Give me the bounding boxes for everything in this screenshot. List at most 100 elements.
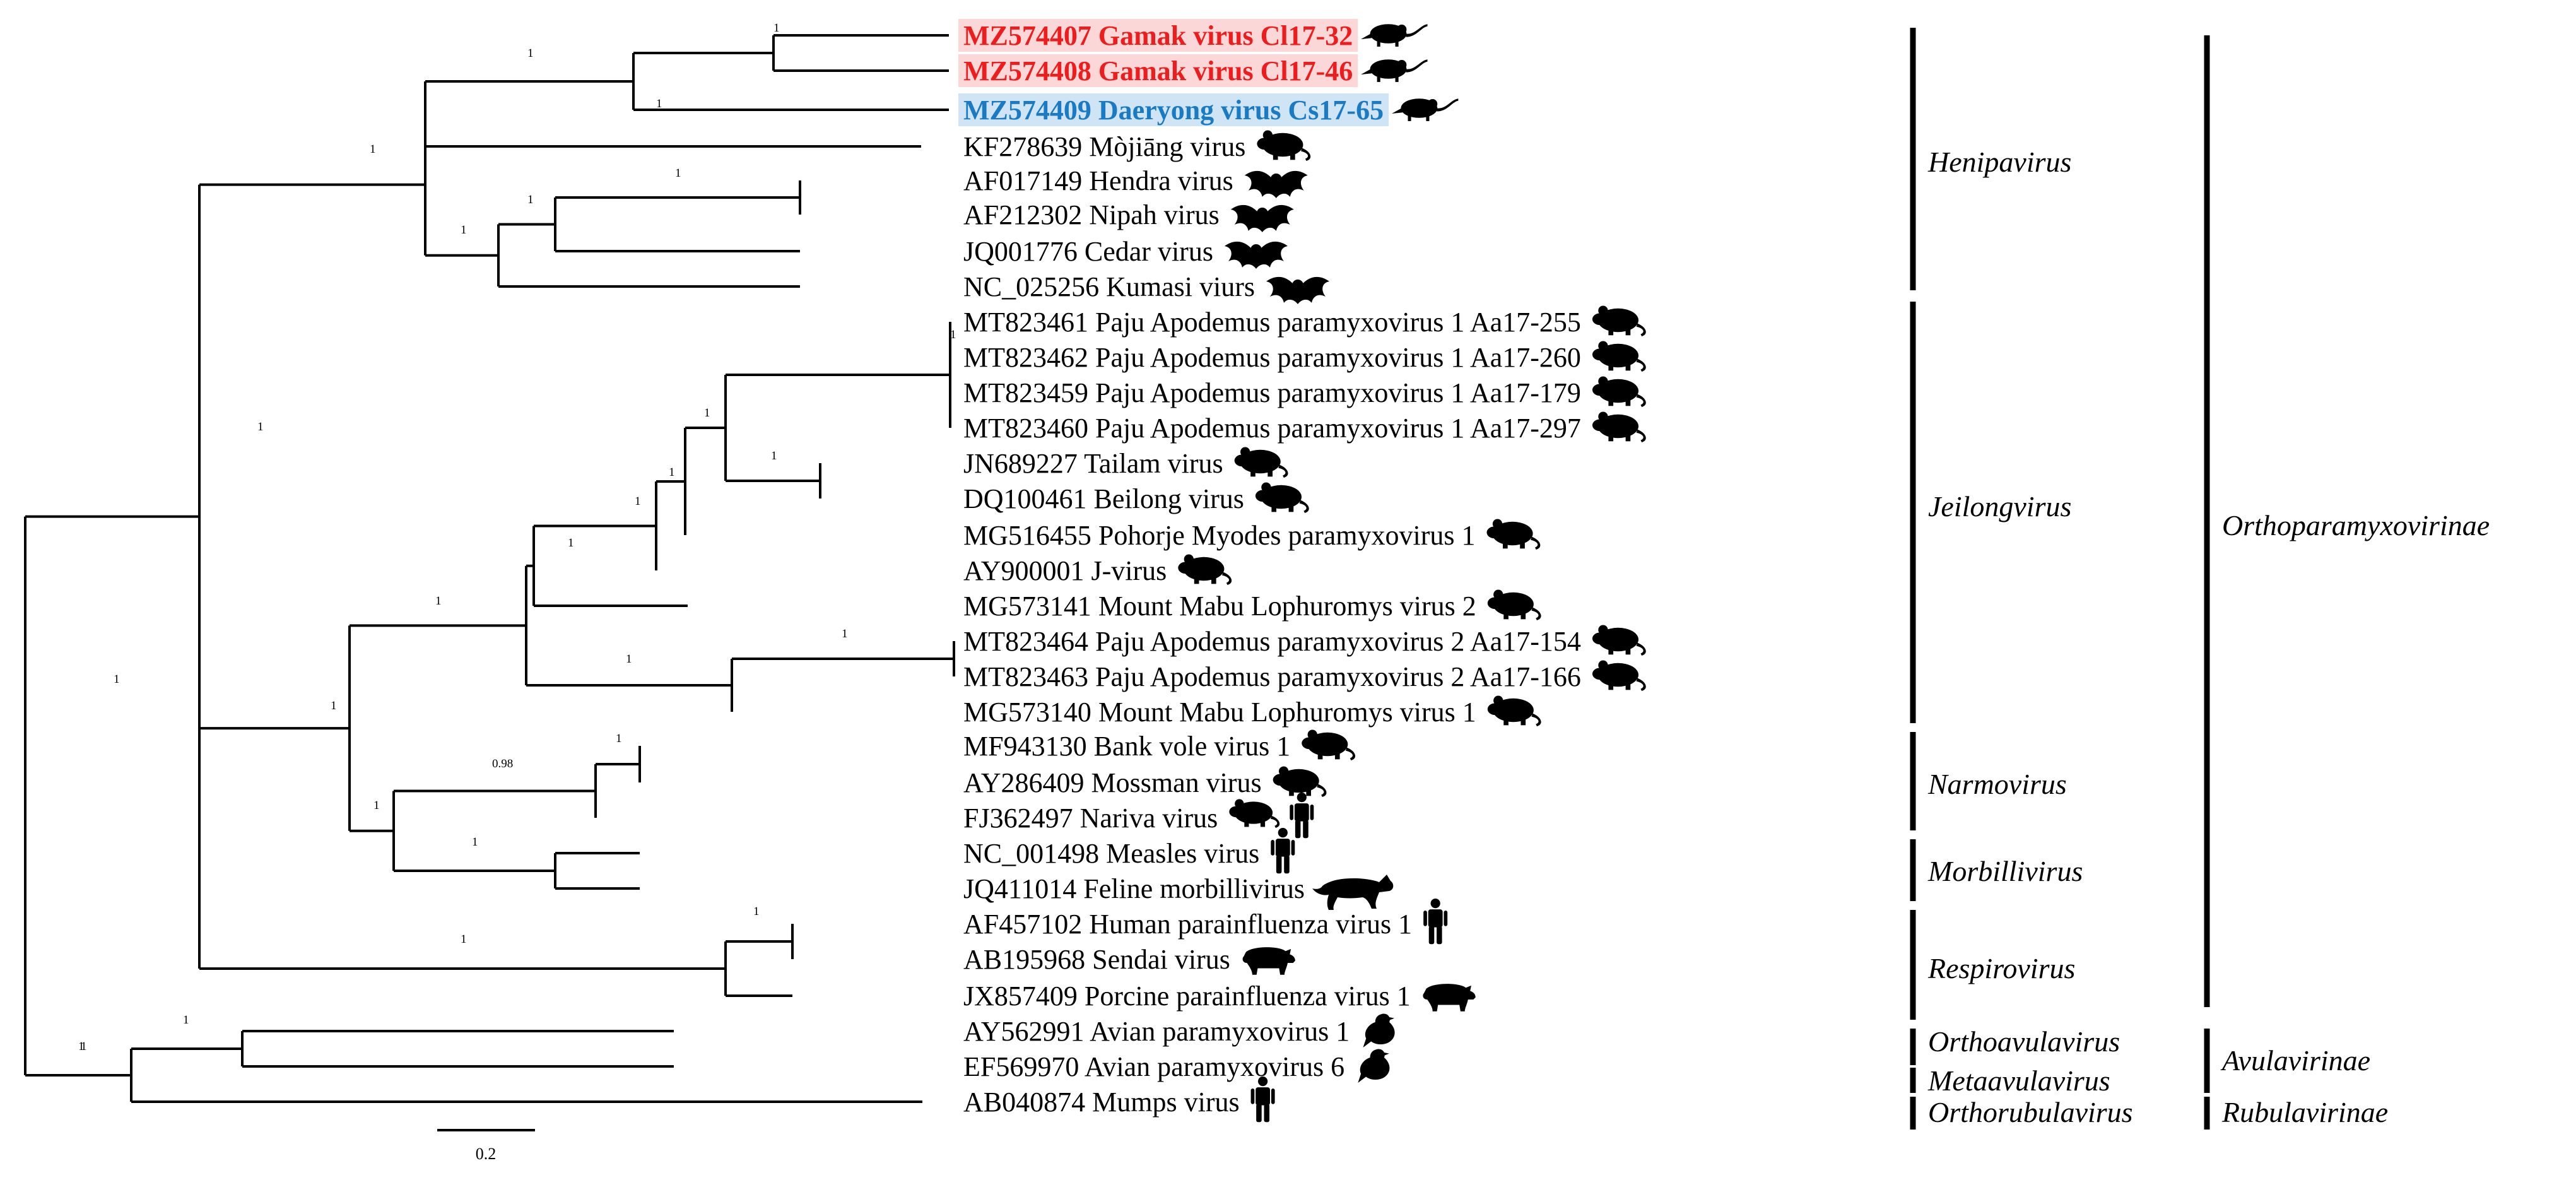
branch-layer — [24, 34, 955, 1103]
subfamily-label: Orthoparamyxovirinae — [2222, 509, 2490, 541]
support-value: 1 — [183, 1013, 189, 1027]
genus-label: Respirovirus — [1927, 952, 2075, 984]
tip-label: AF457102 Human parainfluenza virus 1 — [963, 909, 1412, 940]
rodent-icon — [1234, 447, 1288, 478]
support-value: 1 — [331, 699, 337, 712]
tip-label: AF212302 Nipah virus — [963, 199, 1220, 230]
genus-label: Jeilongvirus — [1928, 490, 2071, 522]
genus-label: Narmovirus — [1927, 768, 2067, 800]
support-value: 1 — [461, 223, 467, 237]
tip-highlight — [958, 93, 1389, 126]
tip-label: MZ574409 Daeryong virus Cs17-65 — [963, 95, 1384, 126]
tip-label: MZ574407 Gamak virus Cl17-32 — [963, 20, 1353, 51]
tip-label: AB040874 Mumps virus — [963, 1087, 1240, 1118]
support-value: 1 — [626, 652, 632, 666]
support-value: 1 — [753, 905, 760, 918]
rodent-icon — [1178, 554, 1232, 585]
support-value: 1 — [78, 1040, 85, 1053]
tip-highlight — [958, 54, 1358, 87]
genus-label: Orthoavulavirus — [1928, 1025, 2120, 1058]
tip-highlight — [958, 19, 1358, 52]
bat-icon — [1224, 241, 1288, 269]
tip-label: NC_001498 Measles virus — [963, 838, 1259, 869]
support-value: 1 — [950, 328, 956, 341]
support-value: 1 — [656, 97, 662, 110]
subfamily-label: Rubulavirinae — [2221, 1096, 2388, 1128]
tip-label: JN689227 Tailam virus — [963, 448, 1223, 479]
rodent-icon — [1255, 482, 1309, 513]
pig-icon — [1423, 984, 1476, 1012]
rodent-icon — [1592, 305, 1646, 336]
tip-label: EF569970 Avian paramyxovirus 6 — [963, 1051, 1344, 1082]
support-value: 1 — [568, 536, 574, 550]
pig-icon — [1242, 947, 1295, 975]
bird-icon — [1363, 1013, 1395, 1047]
tip-label: JQ411014 Feline morbillivirus — [963, 873, 1305, 904]
support-value: 1 — [373, 799, 380, 812]
bat-icon — [1266, 276, 1329, 304]
rodent-icon — [1229, 799, 1280, 828]
tip-label: DQ100461 Beilong virus — [963, 483, 1244, 514]
support-value: 1 — [704, 406, 710, 420]
support-value: 1 — [461, 933, 467, 946]
tip-label: JX857409 Porcine parainfluenza virus 1 — [963, 981, 1411, 1012]
tip-label: AY286409 Mossman virus — [963, 767, 1262, 798]
tip-label: AB195968 Sendai virus — [963, 944, 1230, 975]
shrew-icon — [1391, 98, 1459, 121]
shrew-icon — [1361, 59, 1428, 82]
support-value: 1 — [527, 47, 534, 60]
tip-label: MF943130 Bank vole virus 1 — [963, 731, 1290, 762]
tip-label: MT823463 Paju Apodemus paramyxovirus 2 A… — [963, 661, 1581, 692]
rodent-icon — [1487, 589, 1541, 620]
shrew-icon — [1361, 24, 1428, 47]
tip-label: MG573140 Mount Mabu Lophuromys virus 1 — [963, 697, 1476, 728]
rodent-icon — [1592, 625, 1646, 656]
support-value: 1 — [81, 1040, 87, 1053]
rodent-icon — [1592, 376, 1646, 407]
support-value: 1 — [472, 835, 478, 849]
tip-label: MG516455 Pohorje Myodes paramyxovirus 1 — [963, 520, 1476, 551]
tip-label: JQ001776 Cedar virus — [963, 236, 1213, 267]
tip-label: FJ362497 Nariva virus — [963, 803, 1218, 834]
tip-label: MT823460 Paju Apodemus paramyxovirus 1 A… — [963, 413, 1581, 444]
support-value: 1 — [675, 167, 681, 180]
human-icon — [1271, 828, 1295, 874]
genus-label: Metaavulavirus — [1927, 1065, 2110, 1097]
support-value: 1 — [616, 732, 622, 745]
tip-label: AF017149 Hendra virus — [963, 165, 1233, 196]
support-value: 1 — [635, 495, 641, 508]
tip-label: NC_025256 Kumasi viurs — [963, 271, 1255, 302]
subfamily-label: Avulavirinae — [2220, 1044, 2370, 1077]
cat-icon — [1312, 875, 1394, 910]
tip-label: KF278639 Mòjiāng virus — [963, 131, 1245, 162]
support-value: 1 — [669, 466, 675, 479]
scale-bar: 0.2 — [437, 1129, 535, 1163]
rodent-icon — [1592, 341, 1646, 372]
tip-label: MT823459 Paju Apodemus paramyxovirus 1 A… — [963, 377, 1581, 408]
support-value: 1 — [435, 594, 442, 608]
rodent-icon — [1487, 695, 1541, 726]
support-value: 1 — [370, 143, 376, 156]
support-value: 1 — [842, 627, 848, 640]
genus-label: Orthorubulavirus — [1928, 1096, 2133, 1128]
highlight-layer — [958, 19, 1389, 126]
tip-label: MT823464 Paju Apodemus paramyxovirus 2 A… — [963, 626, 1581, 657]
support-value: 0.98 — [492, 757, 513, 770]
tip-label: MT823461 Paju Apodemus paramyxovirus 1 A… — [963, 307, 1581, 338]
tip-label: MG573141 Mount Mabu Lophuromys virus 2 — [963, 591, 1476, 622]
rodent-icon — [1273, 766, 1327, 797]
human-icon — [1423, 899, 1448, 945]
bat-icon — [1230, 204, 1294, 232]
clade-layer: HenipavirusJeilongvirusNarmovirusMorbill… — [1910, 28, 2490, 1130]
rodent-icon — [1592, 411, 1646, 442]
scale-bar-label: 0.2 — [476, 1145, 497, 1163]
human-icon — [1290, 793, 1314, 839]
tip-label: AY562991 Avian paramyxovirus 1 — [963, 1016, 1350, 1047]
rodent-icon — [1302, 729, 1356, 760]
tip-label: AY900001 J-virus — [963, 555, 1167, 586]
genus-label: Henipavirus — [1927, 146, 2071, 178]
rodent-icon — [1257, 130, 1311, 161]
